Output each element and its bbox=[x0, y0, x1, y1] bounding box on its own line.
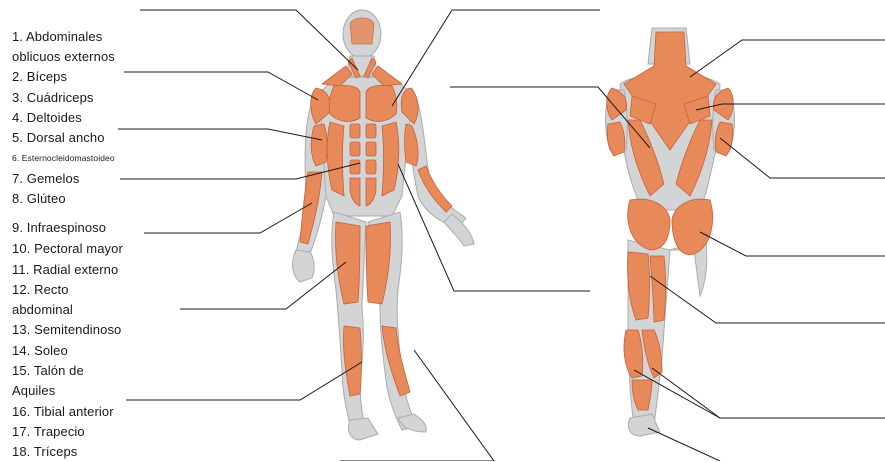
leader-line-front-tibia bbox=[340, 350, 494, 461]
leader-line-back-calf-a bbox=[634, 370, 885, 418]
leader-line-front-forearm bbox=[144, 203, 312, 233]
leader-line-front-chest bbox=[392, 10, 600, 106]
leader-line-front-shin bbox=[126, 362, 362, 400]
leader-line-back-heel bbox=[648, 428, 720, 461]
leader-lines bbox=[118, 10, 885, 461]
back-body-figure bbox=[606, 28, 735, 436]
leader-line-back-hamstring bbox=[650, 276, 885, 323]
leader-line-front-shoulder bbox=[124, 72, 318, 100]
leader-line-back-trapezius bbox=[690, 40, 885, 77]
leader-line-back-calf-b bbox=[652, 368, 720, 418]
leader-line-front-arm bbox=[118, 129, 322, 140]
leader-line-front-neck bbox=[140, 10, 358, 70]
leader-line-front-thigh bbox=[180, 262, 346, 309]
front-body-figure bbox=[293, 10, 474, 440]
leader-line-back-triceps bbox=[720, 138, 885, 178]
leader-line-back-glute bbox=[700, 232, 885, 256]
